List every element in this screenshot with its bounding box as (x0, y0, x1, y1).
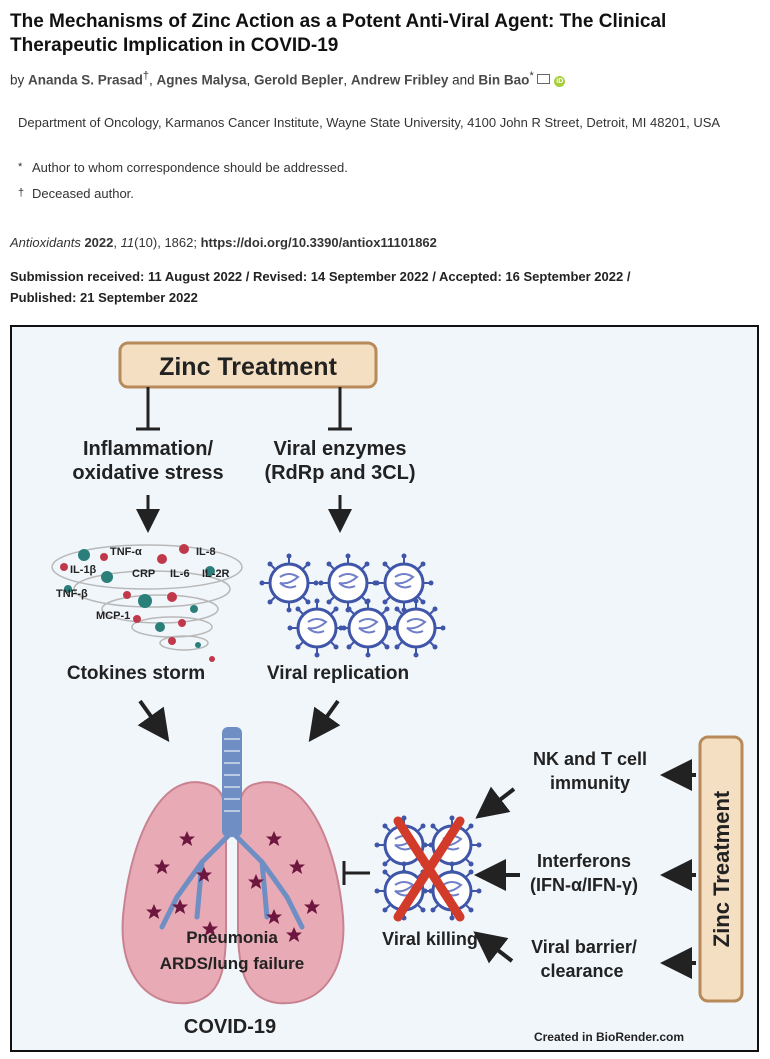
cytokine-label: MCP-1 (96, 610, 130, 622)
and-label: and (452, 72, 475, 88)
viral-replication-illustration (258, 552, 447, 659)
note-mark: * (18, 161, 23, 173)
lung-illustration (121, 727, 345, 1005)
pneumonia-label: Pneumonia (186, 928, 278, 947)
publication-dates: Submission received: 11 August 2022 / Re… (10, 266, 750, 308)
cytokine-label: IL-1β (70, 564, 97, 576)
deceased-note: † Deceased author. (18, 186, 134, 201)
email-icon[interactable] (537, 73, 551, 84)
dates-line: Published: 21 September 2022 (10, 290, 198, 305)
author-link[interactable]: Gerold Bepler (254, 72, 344, 88)
zinc-treatment-side-box (698, 735, 744, 1003)
cytokine-label: TNF-α (110, 546, 142, 558)
citation-issue: (10), 1862; (134, 235, 197, 250)
zinc-treatment-side-label: Zinc Treatment (709, 790, 734, 947)
inflammation-label: Inflammation/ (83, 438, 213, 460)
oxidative-stress-label: oxidative stress (72, 462, 223, 484)
zinc-treatment-box (118, 341, 378, 389)
orcid-icon[interactable]: iD (554, 75, 566, 87)
citation-year: 2022 (84, 235, 114, 250)
graphical-abstract: Zinc Treatment Inflammation/ oxidative s… (10, 325, 759, 1052)
cytokine-label: CRP (132, 568, 155, 580)
note-mark: † (18, 187, 25, 199)
cytokine-label: IL-2R (202, 568, 230, 580)
author-line: by Ananda S. Prasad†, Agnes Malysa, Gero… (10, 70, 566, 88)
cytokine-label: IL-8 (196, 546, 216, 558)
ifn-label: (IFN-α/IFN-γ) (530, 875, 638, 895)
correspondence-note: * Author to whom correspondence should be… (18, 160, 348, 175)
citation-volume: 11 (120, 235, 135, 250)
cross-icon (393, 816, 465, 922)
biorender-credit: Created in BioRender.com (534, 1030, 684, 1044)
cytokine-storm-illustration: IL-1β TNF-α IL-8 CRP IL-6 IL-2R TNF-β MC… (51, 544, 243, 662)
immunity-label: immunity (550, 773, 630, 793)
cytokine-label: IL-6 (170, 568, 190, 580)
by-label: by (10, 72, 25, 88)
article-title: The Mechanisms of Zinc Action as a Poten… (10, 11, 667, 56)
viral-replication-label: Viral replication (267, 663, 409, 684)
ards-label: ARDS/lung failure (160, 954, 305, 973)
author-mark: † (142, 70, 149, 82)
citation: Antioxidants 2022, 11(10), 1862; https:/… (10, 235, 437, 250)
note-text: Deceased author. (32, 186, 134, 201)
abstract-illustration: Zinc Treatment Inflammation/ oxidative s… (51, 341, 744, 1044)
author-link[interactable]: Andrew Fribley (350, 72, 449, 88)
viral-barrier-label: Viral barrier/ (531, 937, 637, 957)
journal-name: Antioxidants (10, 235, 81, 250)
rdrp-3cl-label: (RdRp and 3CL) (264, 462, 415, 484)
author-link[interactable]: Bin Bao (478, 72, 530, 88)
viral-killing-illustration (373, 814, 483, 922)
doi-link[interactable]: https://doi.org/10.3390/antiox11101862 (200, 235, 437, 250)
cytokine-label: TNF-β (56, 588, 88, 600)
covid-label: COVID-19 (184, 1016, 276, 1038)
cytokine-storm-label: Ctokines storm (67, 663, 205, 684)
clearance-label: clearance (540, 961, 623, 981)
viral-killing-label: Viral killing (382, 929, 478, 949)
dates-line: Submission received: 11 August 2022 / Re… (10, 269, 631, 284)
affiliation: Department of Oncology, Karmanos Cancer … (18, 115, 721, 130)
author-link[interactable]: Agnes Malysa (156, 72, 247, 88)
author-mark: * (529, 70, 534, 82)
note-text: Author to whom correspondence should be … (32, 160, 348, 175)
zinc-treatment-label: Zinc Treatment (159, 353, 337, 381)
viral-enzymes-label: Viral enzymes (273, 438, 406, 460)
nk-t-cell-label: NK and T cell (533, 749, 647, 769)
interferons-label: Interferons (537, 851, 631, 871)
author-link[interactable]: Ananda S. Prasad (28, 72, 143, 88)
